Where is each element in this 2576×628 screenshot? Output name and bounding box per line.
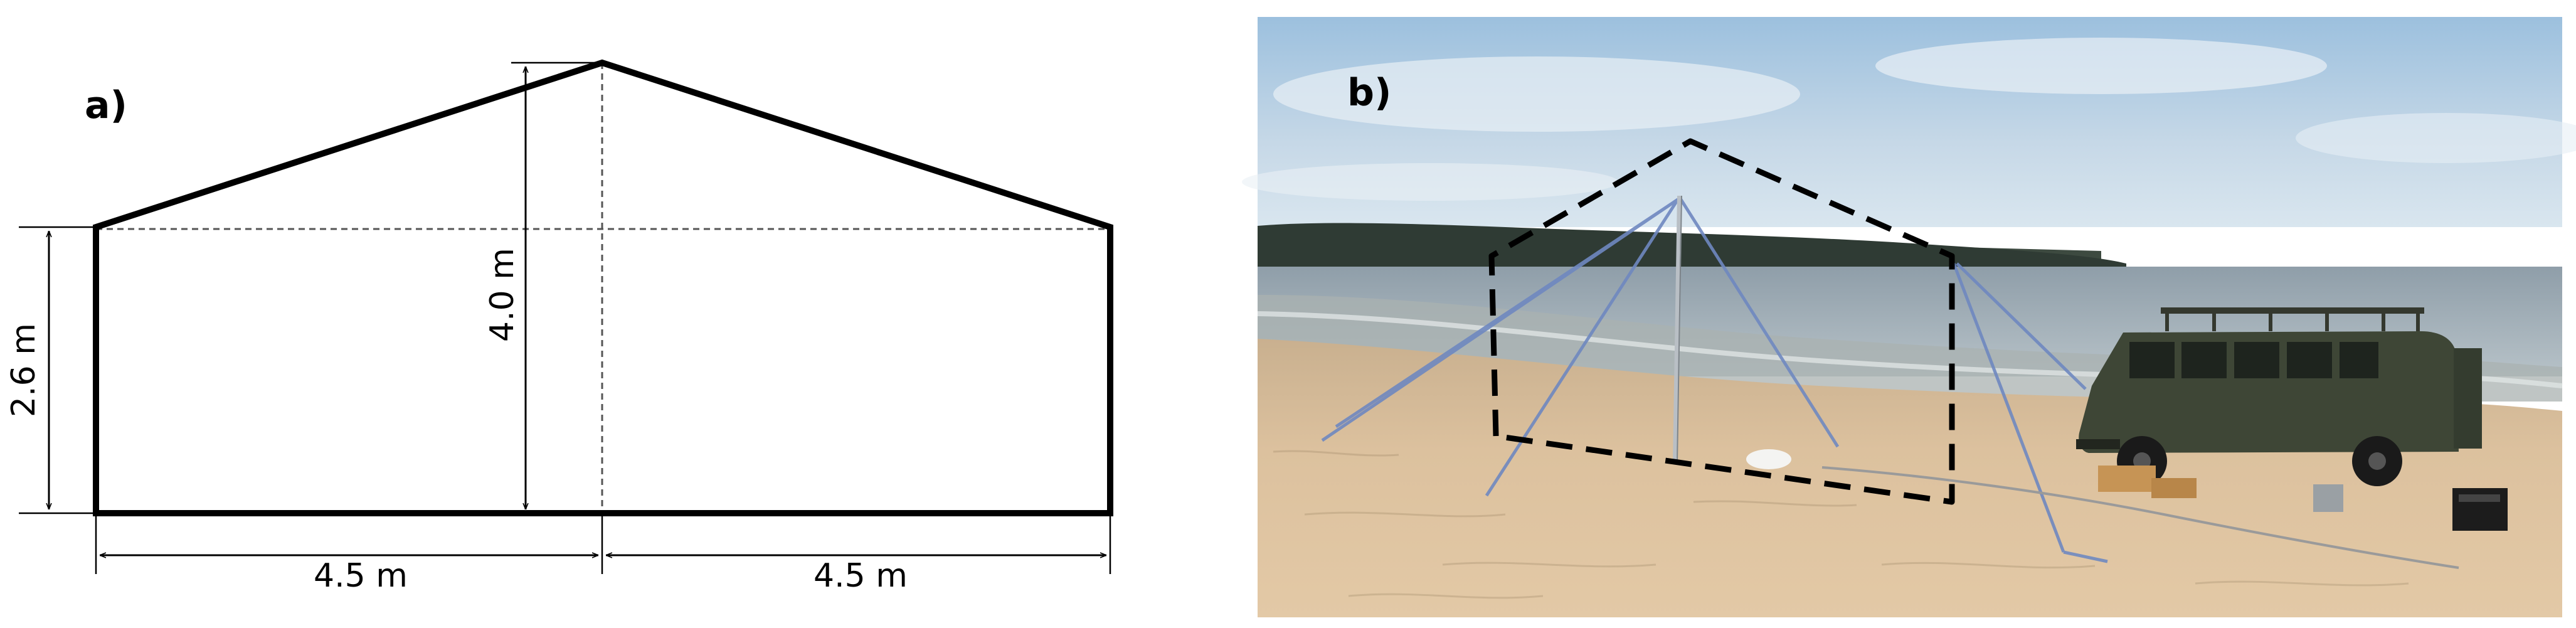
panel-b-label: b): [1347, 71, 1391, 115]
cloud: [1273, 56, 1800, 132]
generator: [2459, 494, 2500, 502]
guy-ropes: [1321, 198, 2108, 563]
tent-outline-overlay: [1488, 138, 1955, 505]
tree-line: [1258, 223, 2126, 267]
equipment-box: [2098, 466, 2156, 492]
right-width-label: 4.5 m: [814, 557, 908, 595]
equipment-box: [2313, 484, 2343, 512]
cloud: [1875, 38, 2327, 94]
tent-pole-shadow: [1677, 195, 1682, 463]
panel-a-label: a): [85, 83, 127, 127]
left-width-label: 4.5 m: [314, 557, 408, 595]
sand-texture: [1273, 450, 2409, 599]
white-bag: [1746, 449, 1791, 469]
tent-pole: [1673, 195, 1681, 463]
side-height-label: 2.6 m: [5, 323, 43, 417]
panel-b-photo: b): [1242, 17, 2576, 617]
cloud: [2296, 113, 2576, 163]
tent-outline: [93, 59, 1113, 516]
equipment-box: [2151, 478, 2197, 498]
cloud: [1242, 163, 1618, 201]
peak-height-label: 4.0 m: [484, 248, 521, 342]
ground-cable: [1821, 466, 2459, 569]
panel-a: a) 2.6 m 4.0 m 4.5 m 4.5 m: [5, 59, 1113, 595]
